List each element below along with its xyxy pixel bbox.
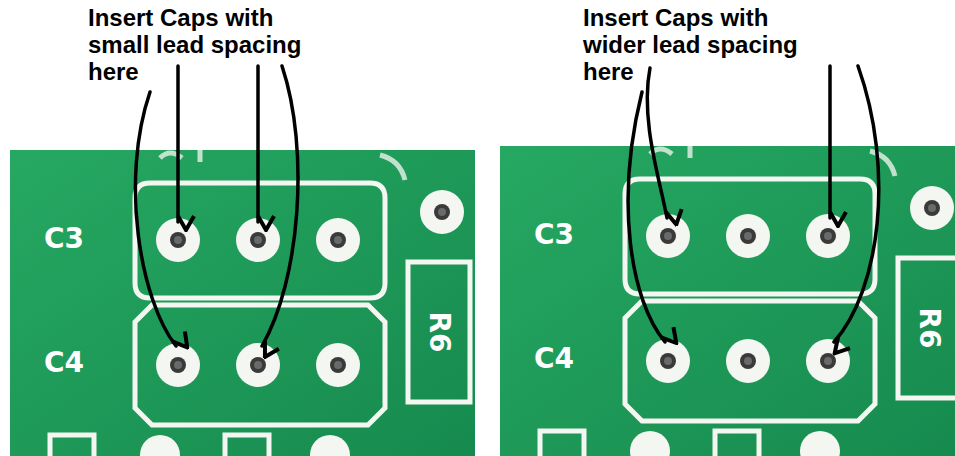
silkscreen-label: C3 [534,220,574,250]
callout-text: Insert Caps with small lead spacing here [88,4,320,85]
silkscreen-label: C3 [44,224,84,254]
silkscreen-label: R6 [914,307,944,348]
callout-text: Insert Caps with wider lead spacing here [583,4,815,85]
pcb-photo-left [10,150,475,456]
pcb-photo-right [500,146,955,456]
silkscreen-label: C4 [534,344,574,374]
pointer-arrows-left [135,66,298,346]
silkscreen-label: R6 [424,311,454,352]
silkscreen-label: C4 [44,348,84,378]
pointer-arrows-right [628,66,879,342]
